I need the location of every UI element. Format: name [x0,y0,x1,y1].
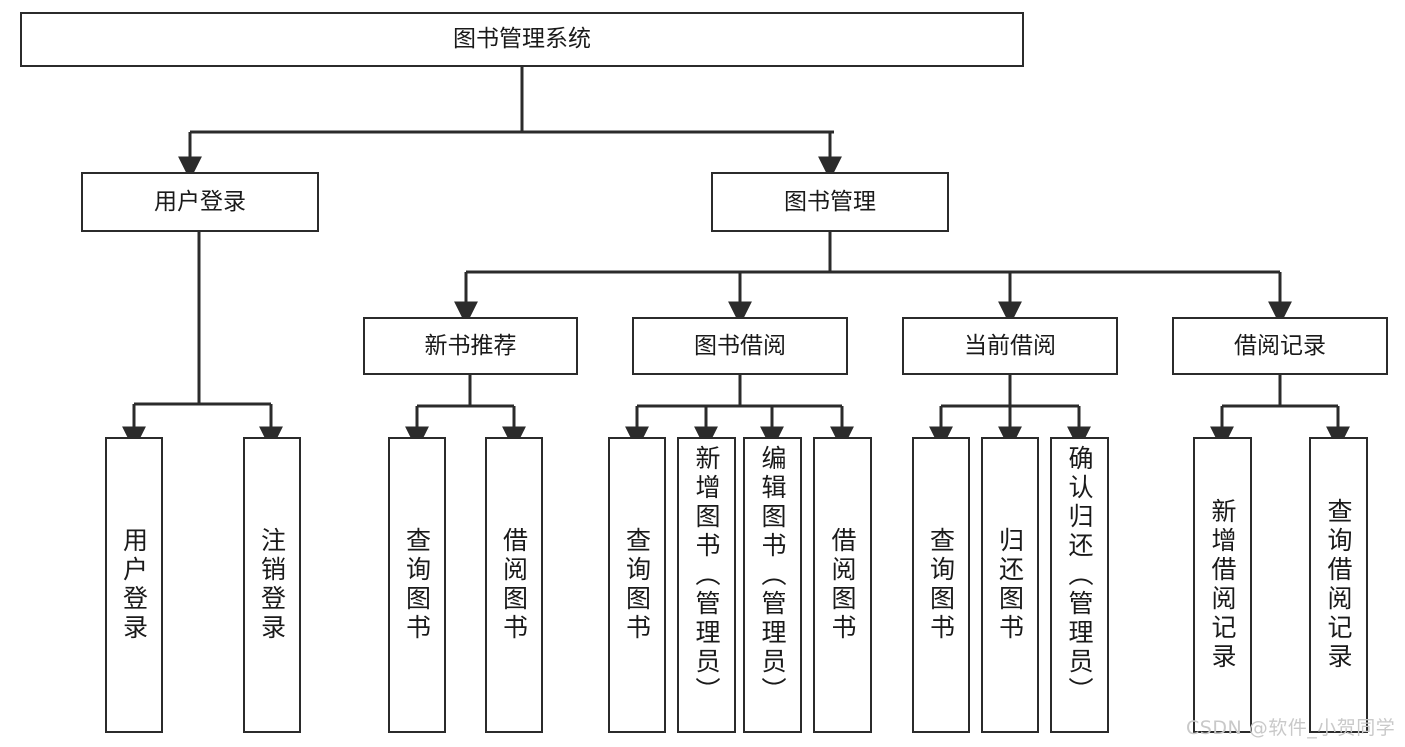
node-user-login-label: 用户登录 [154,188,246,215]
node-new-book-recommend-label: 新书推荐 [424,332,517,359]
leaf-record-add-record-label: 新增借阅记录 [1208,498,1237,672]
node-book-borrow[interactable]: 图书借阅 [632,317,848,375]
leaf-recommend-query-book[interactable]: 查询图书 [388,437,446,733]
node-borrow-record-label: 借阅记录 [1234,332,1326,359]
node-root[interactable]: 图书管理系统 [20,12,1024,67]
leaf-borrow-query-book-label: 查询图书 [622,527,652,643]
leaf-recommend-borrow-book[interactable]: 借阅图书 [485,437,543,733]
node-book-management-label: 图书管理 [784,188,876,215]
node-book-borrow-label: 图书借阅 [694,332,786,359]
leaf-logout-label: 注销登录 [257,527,287,643]
node-new-book-recommend[interactable]: 新书推荐 [363,317,578,375]
leaf-current-return-book-label: 归还图书 [995,527,1025,643]
leaf-current-return-book[interactable]: 归还图书 [981,437,1039,733]
leaf-borrow-add-book-admin-label: 新增图书（管理员） [692,445,721,706]
node-current-borrow[interactable]: 当前借阅 [902,317,1118,375]
leaf-borrow-edit-book-admin[interactable]: 编辑图书（管理员） [743,437,802,733]
node-current-borrow-label: 当前借阅 [964,332,1056,359]
leaf-current-confirm-return-admin-label: 确认归还（管理员） [1065,445,1094,706]
leaf-recommend-query-book-label: 查询图书 [402,527,432,643]
leaf-borrow-edit-book-admin-label: 编辑图书（管理员） [758,445,787,706]
leaf-current-query-book-label: 查询图书 [926,527,956,643]
leaf-record-query-record[interactable]: 查询借阅记录 [1309,437,1368,733]
csdn-watermark: CSDN @软件_小贺同学 [1186,717,1396,739]
leaf-current-query-book[interactable]: 查询图书 [912,437,970,733]
node-root-label: 图书管理系统 [453,26,591,52]
node-user-login[interactable]: 用户登录 [81,172,319,232]
leaf-record-add-record[interactable]: 新增借阅记录 [1193,437,1252,733]
leaf-borrow-query-book[interactable]: 查询图书 [608,437,666,733]
leaf-borrow-add-book-admin[interactable]: 新增图书（管理员） [677,437,736,733]
node-borrow-record[interactable]: 借阅记录 [1172,317,1388,375]
leaf-logout[interactable]: 注销登录 [243,437,301,733]
node-book-management[interactable]: 图书管理 [711,172,949,232]
leaf-user-login-label: 用户登录 [119,527,149,643]
leaf-borrow-borrow-book[interactable]: 借阅图书 [813,437,872,733]
leaf-borrow-borrow-book-label: 借阅图书 [828,527,857,643]
leaf-recommend-borrow-book-label: 借阅图书 [499,527,529,643]
leaf-user-login[interactable]: 用户登录 [105,437,163,733]
leaf-current-confirm-return-admin[interactable]: 确认归还（管理员） [1050,437,1109,733]
leaf-record-query-record-label: 查询借阅记录 [1324,498,1353,672]
